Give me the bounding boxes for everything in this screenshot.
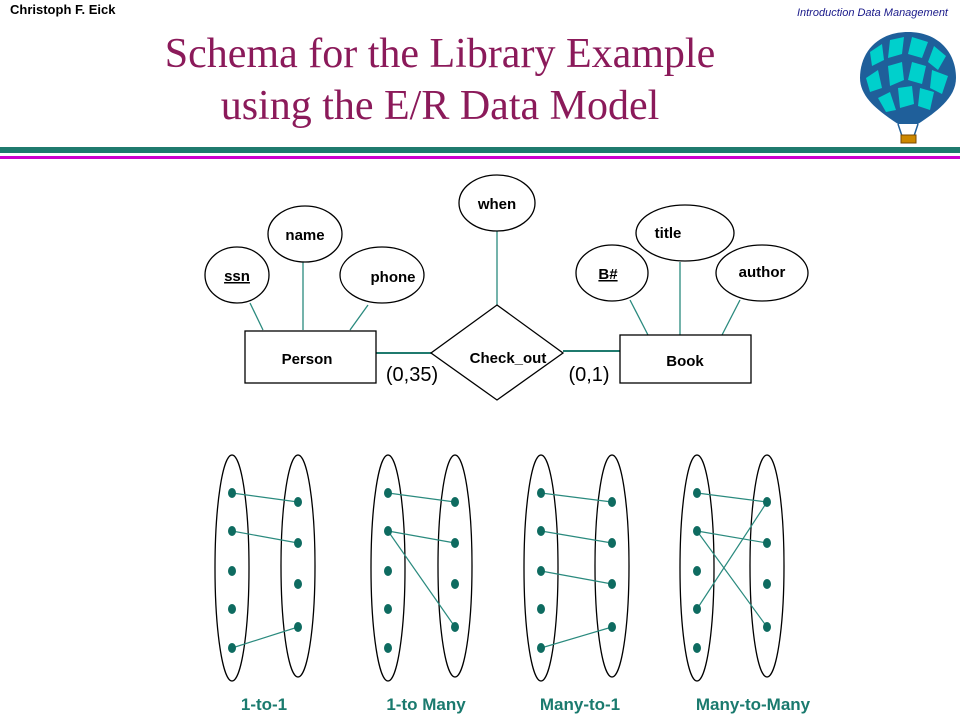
mapping-2-left-dot [537, 566, 545, 576]
name-attribute [267, 205, 343, 263]
mapping-3-edge [696, 492, 768, 503]
mapping-0-edge [231, 492, 299, 503]
bnum-attribute [575, 244, 649, 302]
phone-connector [349, 304, 369, 331]
one-to-many-caption: 1-to Many [386, 695, 466, 714]
mapping-1-left-set [370, 454, 406, 682]
mapping-1-right-dot [451, 497, 459, 507]
one-to-one-caption: 1-to-1 [241, 695, 287, 714]
mapping-3-left-dot [693, 526, 701, 536]
mapping-3-right-dot [763, 497, 771, 507]
mapping-3-left-set [679, 454, 715, 682]
when-label: when [477, 196, 516, 213]
mapping-0-left-dot [228, 643, 236, 653]
mapping-2-left-dot [537, 643, 545, 653]
many-to-many-caption: Many-to-Many [696, 695, 811, 714]
header-rule-teal [0, 147, 960, 153]
hot-air-balloon-icon [860, 32, 956, 144]
mapping-2-left-dot [537, 604, 545, 614]
mapping-3-right-dot [763, 538, 771, 548]
mapping-3-edge [696, 501, 768, 610]
mapping-1-right-dot [451, 538, 459, 548]
mapping-0-right-dot [294, 622, 302, 632]
mapping-1-edge [387, 492, 456, 503]
mapping-2-right-set [594, 454, 630, 678]
mapping-3-right-dot [763, 622, 771, 632]
mapping-0-right-set [280, 454, 316, 678]
ssn-label: ssn [224, 268, 250, 285]
slide-title-line-1: Schema for the Library Example [164, 31, 716, 77]
mapping-2-left-dot [537, 488, 545, 498]
mapping-3-edge [696, 530, 768, 544]
person-label: Person [282, 351, 333, 368]
mapping-2-edge [540, 626, 613, 649]
mapping-3-right-set [749, 454, 785, 678]
mapping-2-left-dot [537, 526, 545, 536]
check-out-relationship [429, 304, 565, 401]
bnum-connector [629, 299, 649, 336]
course-name: Introduction Data Management [796, 7, 948, 19]
mapping-3-right-dot [763, 579, 771, 589]
mapping-3-left-dot [693, 604, 701, 614]
ssn-attribute [204, 246, 270, 304]
bnum-label: B# [598, 266, 618, 283]
mapping-1-right-dot [451, 622, 459, 632]
phone-label: phone [371, 269, 416, 286]
mapping-0-left-dot [228, 566, 236, 576]
author-attribute [715, 244, 809, 302]
mapping-1-right-set [437, 454, 473, 678]
mapping-0-edge [231, 626, 299, 649]
mapping-0-right-dot [294, 538, 302, 548]
many-to-one-caption: Many-to-1 [540, 695, 620, 714]
title-label: title [655, 225, 682, 242]
mapping-1-edge [387, 530, 456, 544]
ssn-connector [249, 302, 264, 331]
author-name: Christoph F. Eick [10, 2, 116, 17]
mapping-0-edge [231, 530, 299, 544]
book-entity [619, 334, 752, 384]
person-cardinality: (0,35) [386, 364, 438, 386]
when-attribute [458, 174, 536, 232]
book-cardinality: (0,1) [568, 364, 609, 386]
mapping-1-left-dot [384, 643, 392, 653]
author-label: author [739, 264, 786, 281]
phone-attribute [339, 246, 425, 304]
book-label: Book [666, 353, 704, 370]
mapping-0-right-dot [294, 579, 302, 589]
mapping-1-left-dot [384, 604, 392, 614]
mapping-3-left-dot [693, 488, 701, 498]
mapping-0-right-dot [294, 497, 302, 507]
author-connector [721, 299, 741, 336]
mapping-0-left-set [214, 454, 250, 682]
person-entity [244, 330, 377, 384]
mapping-3-left-dot [693, 643, 701, 653]
mapping-3-left-dot [693, 566, 701, 576]
name-label: name [285, 227, 324, 244]
mapping-1-left-dot [384, 526, 392, 536]
mapping-0-left-dot [228, 604, 236, 614]
check-out-label: Check_out [470, 350, 547, 367]
title-attribute [635, 204, 735, 262]
mapping-2-edge [540, 570, 613, 585]
mapping-0-left-dot [228, 526, 236, 536]
mapping-1-left-dot [384, 488, 392, 498]
mapping-2-right-dot [608, 622, 616, 632]
mapping-2-edge [540, 530, 613, 544]
mapping-2-right-dot [608, 497, 616, 507]
mapping-2-right-dot [608, 579, 616, 589]
mapping-2-edge [540, 492, 613, 503]
slide-title-line-2: using the E/R Data Model [220, 83, 660, 129]
mapping-1-left-dot [384, 566, 392, 576]
mapping-1-right-dot [451, 579, 459, 589]
mapping-1-edge [387, 530, 456, 628]
mapping-0-left-dot [228, 488, 236, 498]
mapping-2-left-set [523, 454, 559, 682]
mapping-2-right-dot [608, 538, 616, 548]
mapping-cardinality-examples [214, 454, 785, 682]
header-rule-magenta [0, 156, 960, 159]
mapping-3-edge [696, 530, 768, 628]
